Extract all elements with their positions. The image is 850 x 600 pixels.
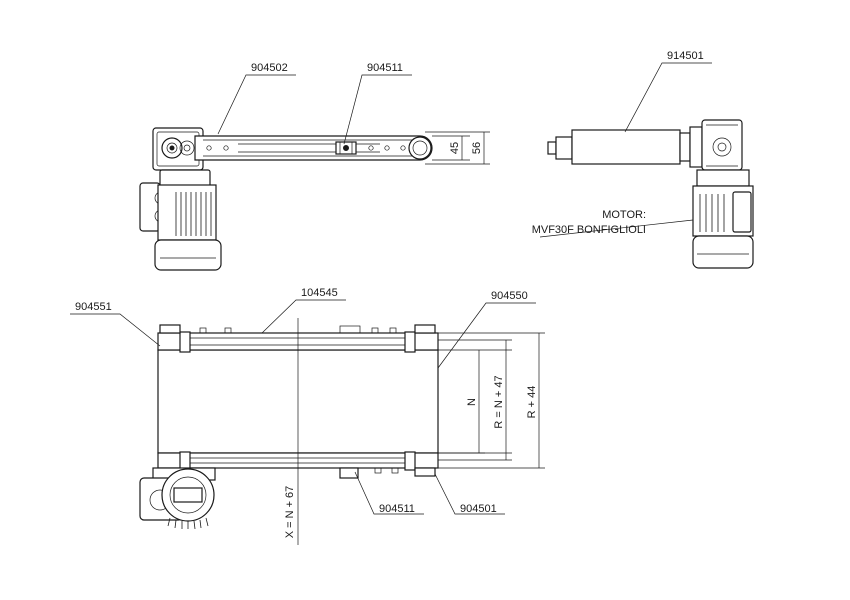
top-right-endcap (414, 324, 436, 334)
dim-r44-label: R + 44 (526, 386, 538, 419)
label-904501: 904501 (460, 503, 497, 515)
leader-motor (539, 219, 694, 238)
motor-body (157, 184, 217, 241)
motor-model: MVF30F BONFIGLIOLI (532, 224, 646, 236)
label-904551: 904551 (75, 301, 112, 313)
leader-904502 (217, 74, 296, 135)
terminal-box (139, 182, 161, 232)
gearbox-right (701, 119, 743, 171)
top-left-endcap (159, 324, 181, 334)
leader-904550 (437, 302, 536, 369)
top-left-view: 45 56 904502 904511 (139, 62, 490, 271)
label-104545: 104545 (301, 287, 338, 299)
leader-904501 (434, 473, 505, 515)
bottom-bracket (339, 467, 359, 479)
label-904511-top: 904511 (367, 62, 403, 74)
motor-title: MOTOR: (602, 209, 646, 221)
leader-904511-bottom (354, 471, 424, 515)
bottom-right-endcap (414, 467, 436, 477)
shaft-end (547, 141, 557, 155)
leader-904551 (70, 313, 161, 347)
leader-904511-top (343, 74, 412, 145)
gear-flange (689, 126, 703, 168)
leader-104545 (261, 299, 346, 334)
shaft-collar (555, 136, 573, 160)
label-914501: 914501 (667, 50, 704, 62)
motor-fan-cover-right (692, 235, 754, 269)
idler-pulley (408, 136, 432, 160)
dim-r-label: R = N + 47 (493, 375, 505, 428)
dim-45-label: 45 (449, 142, 461, 154)
label-904511-bottom: 904511 (379, 503, 415, 515)
roller-tube (571, 129, 681, 165)
motor-flange-right (696, 169, 750, 187)
motor-fan-cover (154, 239, 222, 271)
top-right-view: 914501 MOTOR: MVF30F BONFIGLIOLI (532, 50, 754, 269)
bottom-view: X = N + 67 N R = N + 47 R + 44 904551 10… (70, 287, 545, 545)
dim-x-label: X = N + 67 (284, 486, 296, 539)
leader-914501 (624, 62, 712, 133)
label-904502: 904502 (251, 62, 288, 74)
conveyor-beam (194, 135, 433, 161)
dim-56-label: 56 (471, 142, 483, 154)
label-904550: 904550 (491, 290, 528, 302)
dim-n-label: N (466, 398, 478, 406)
